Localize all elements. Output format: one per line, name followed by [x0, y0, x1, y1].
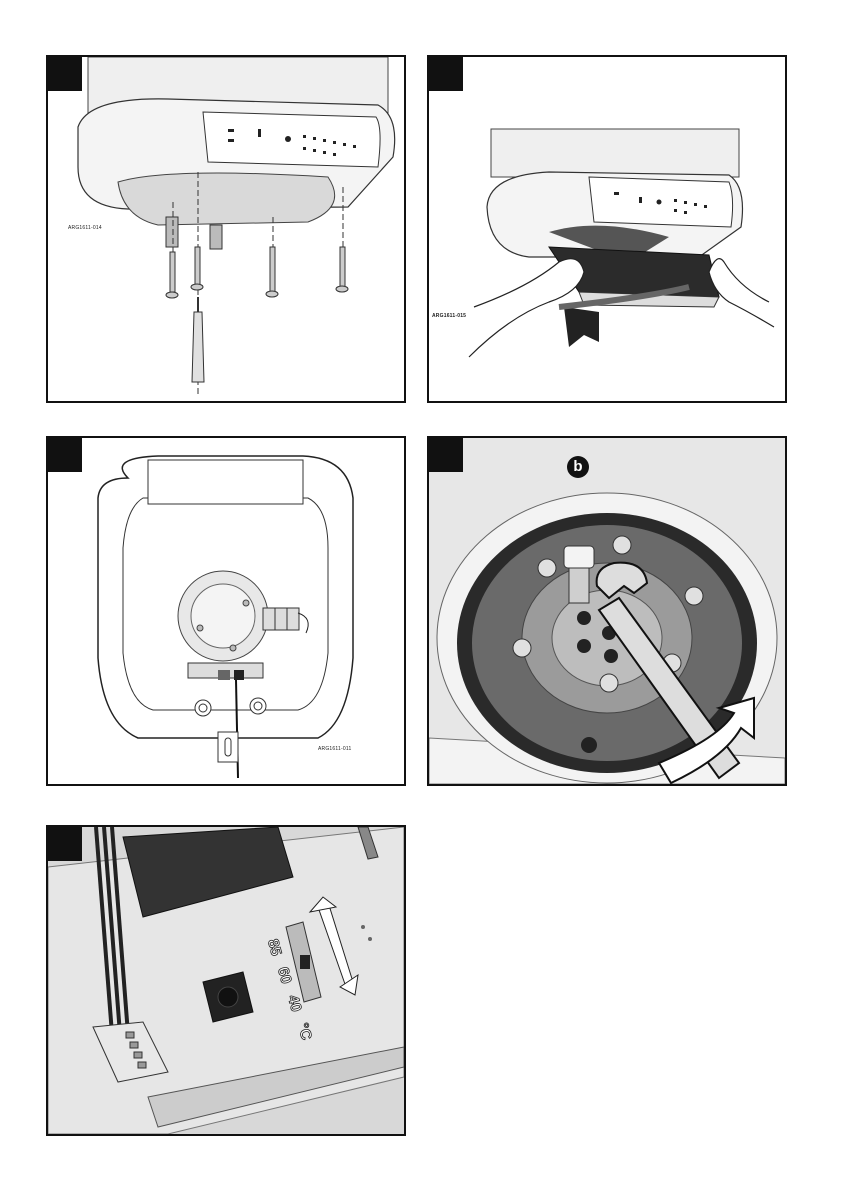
terminal-wiring-illustration	[48, 438, 404, 784]
step-marker	[48, 57, 82, 91]
drawing-code: ARG1611-015	[432, 313, 466, 319]
step-marker	[429, 57, 463, 91]
drawing-code: ARG1611-011	[318, 746, 351, 752]
figure-panel-3-wiring: ARG1611-011	[46, 436, 406, 786]
flange-bolts-wrench-illustration	[429, 438, 785, 784]
cover-removal-illustration	[429, 57, 785, 401]
step-marker	[48, 438, 82, 472]
callout-b: b	[567, 456, 589, 478]
figure-panel-5-temperature-switch: 85 60 40 °C	[46, 825, 406, 1136]
control-board-switch-illustration	[48, 827, 404, 1134]
figure-panel-1-mount-screws: ARG1611-014	[46, 55, 406, 403]
figure-panel-4-flange-wrench: b	[427, 436, 787, 786]
drawing-code: ARG1611-014	[68, 225, 102, 231]
step-marker	[48, 827, 82, 861]
step-marker	[429, 438, 463, 472]
figure-panel-2-remove-cover: ARG1611-015	[427, 55, 787, 403]
